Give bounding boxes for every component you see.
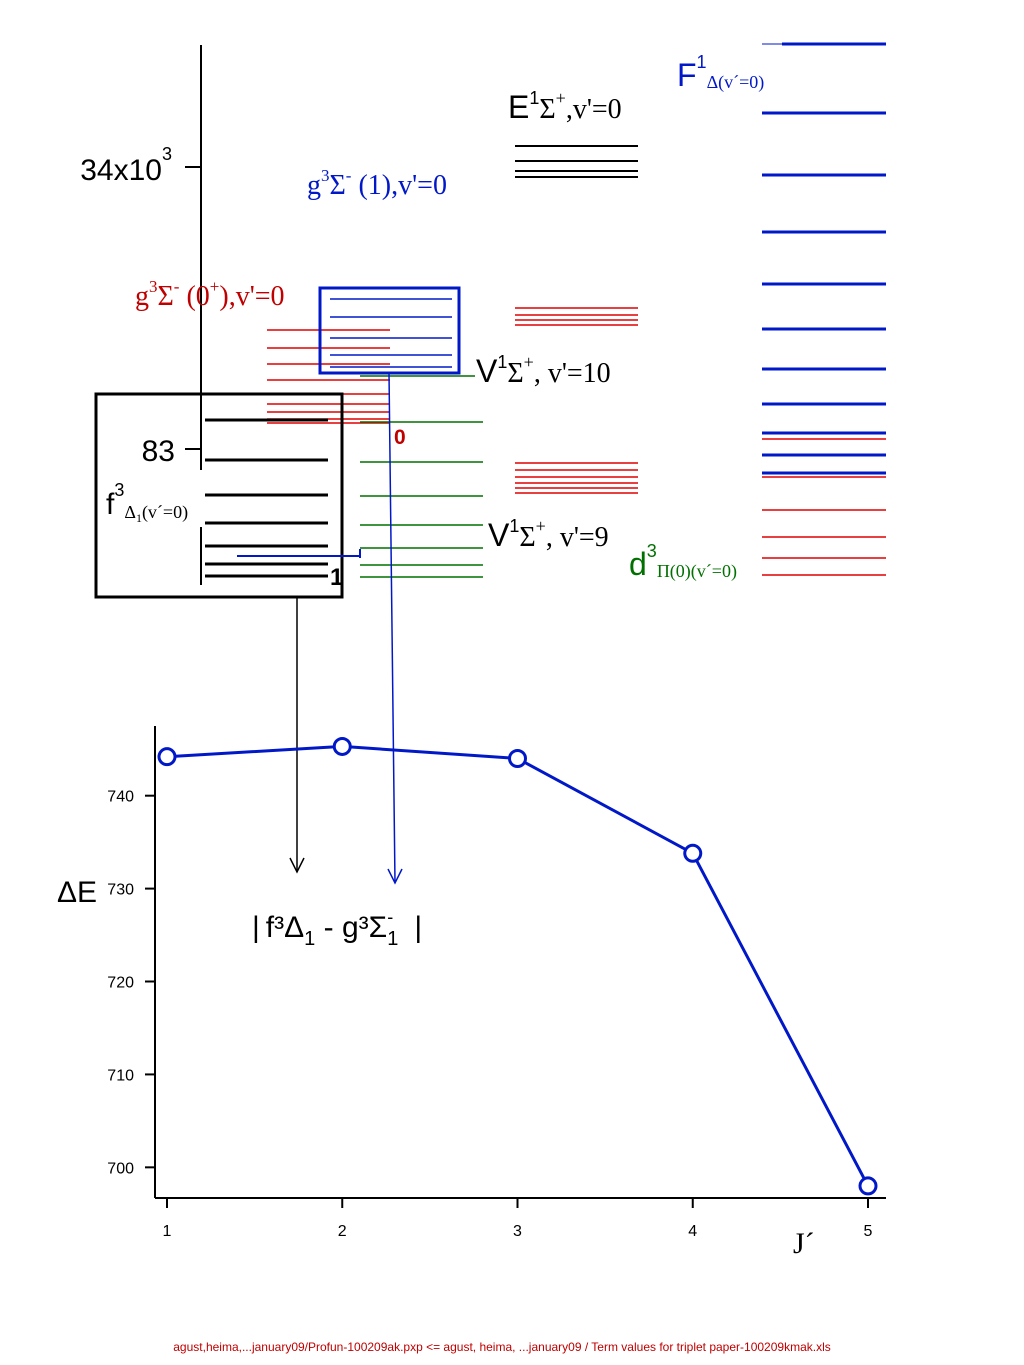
x-tick-label: 4 xyxy=(688,1223,697,1240)
levels-g-1 xyxy=(330,298,452,368)
y-tick-label: 740 xyxy=(107,789,134,806)
levels-F-state xyxy=(762,42,886,475)
levels-red-middle-upper xyxy=(515,307,638,326)
arrow-head-g1 xyxy=(387,868,403,885)
data-point xyxy=(858,1176,878,1196)
arrow-from-g1-box xyxy=(388,372,396,884)
levels-red-right xyxy=(762,438,886,576)
x-tick-label: 2 xyxy=(338,1223,347,1240)
f-state-box xyxy=(94,392,344,599)
marker-zero: 0 xyxy=(394,426,406,449)
x-axis-label: J´ xyxy=(793,1227,815,1260)
data-point xyxy=(683,843,703,863)
y-tick-label: 730 xyxy=(107,882,134,899)
levels-red-middle-lower xyxy=(515,462,638,494)
energy-tick-top-exponent: 3 xyxy=(162,144,172,164)
data-point xyxy=(332,736,352,756)
x-tick-label: 5 xyxy=(864,1223,873,1240)
x-tick-label: 1 xyxy=(163,1223,172,1240)
y-tick-label: 700 xyxy=(107,1160,134,1177)
arrow-head-f xyxy=(289,857,305,874)
label-d-state: d3Π(0)(v´=0) xyxy=(629,541,737,582)
x-tick-label: 3 xyxy=(513,1223,522,1240)
y-tick-label: 720 xyxy=(107,975,134,992)
label-F-state: F1Δ(v´=0) xyxy=(677,52,764,93)
y-axis-label: ΔE xyxy=(57,876,97,909)
levels-f-state xyxy=(205,418,328,578)
marker-one: 1 xyxy=(330,564,343,591)
label-E-state: E1Σ+,v'=0 xyxy=(508,88,622,125)
chart-annotation: |f³Δ1 - g³Σ-1| xyxy=(252,907,422,950)
data-point xyxy=(157,747,177,767)
levels-V-state xyxy=(360,375,483,578)
energy-tick-lower-label: 83 xyxy=(142,435,175,468)
series-line xyxy=(166,744,870,1187)
data-point xyxy=(508,749,527,769)
label-V10-state: V1Σ+, v'=10 xyxy=(476,352,611,389)
levels-E-state xyxy=(515,145,638,178)
label-g1-state: g3Σ- (1),v'=0 xyxy=(307,166,447,201)
delta-e-chart: 700 710 720 730 740 1 2 3 4 5 ΔE J´ |f³Δ1 - g³Σ-… xyxy=(57,726,886,1260)
footer-source-note: agust,heima,...january09/Profun-100209ak… xyxy=(173,1340,831,1354)
label-V9-state: V1Σ+, v'=9 xyxy=(488,516,609,553)
y-tick-label: 710 xyxy=(107,1067,134,1084)
energy-tick-top-label: 34x10 xyxy=(80,154,162,187)
label-f-state: f3Δ1(v´=0) xyxy=(106,480,188,525)
energy-level-diagram: 34x10 3 83 xyxy=(80,42,886,885)
label-g0plus-state: g3Σ- (0+),v'=0 xyxy=(135,277,285,312)
